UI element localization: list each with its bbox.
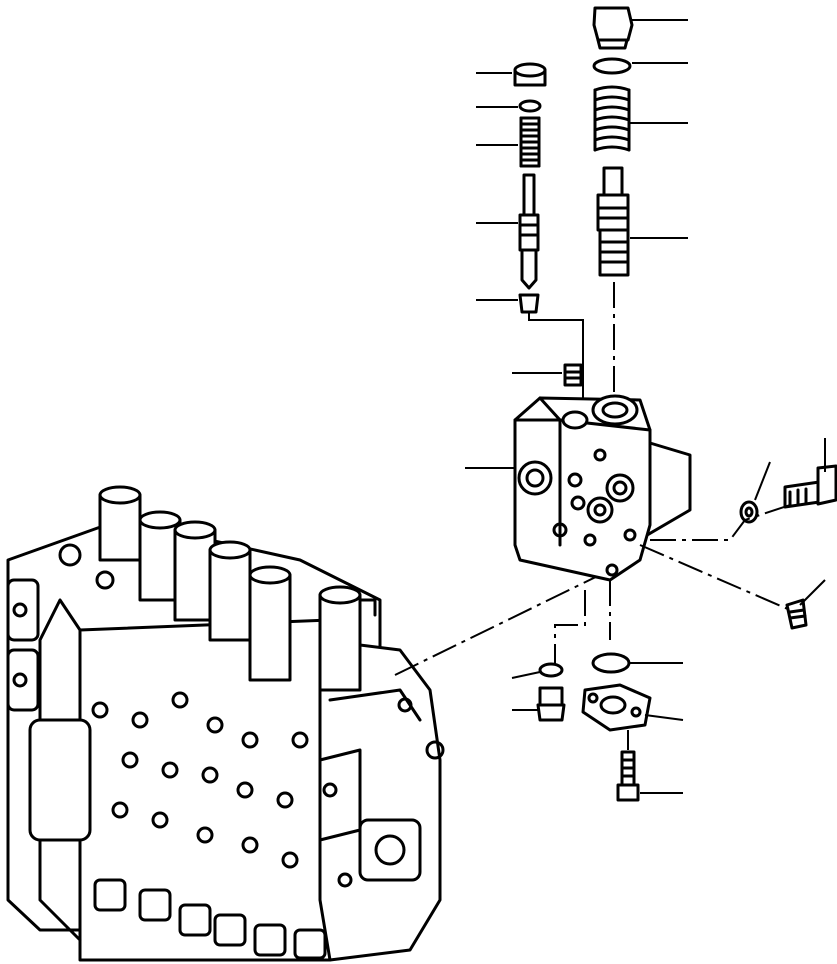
right-cartridge-stack	[592, 6, 634, 395]
side-bolt-group	[639, 464, 837, 630]
assembly-centerline	[394, 569, 611, 676]
callout-leader-18	[644, 714, 684, 721]
left-cartridge-stack	[513, 62, 584, 400]
callout-leader-14	[799, 579, 826, 606]
callout-leader-13	[754, 461, 771, 501]
callout-leader-15	[511, 671, 541, 679]
main-valve-body	[6, 485, 445, 962]
lower-port-group	[536, 580, 652, 802]
section-valve-block	[513, 394, 692, 582]
callout-leaders	[465, 19, 826, 794]
block-plug	[563, 363, 583, 387]
